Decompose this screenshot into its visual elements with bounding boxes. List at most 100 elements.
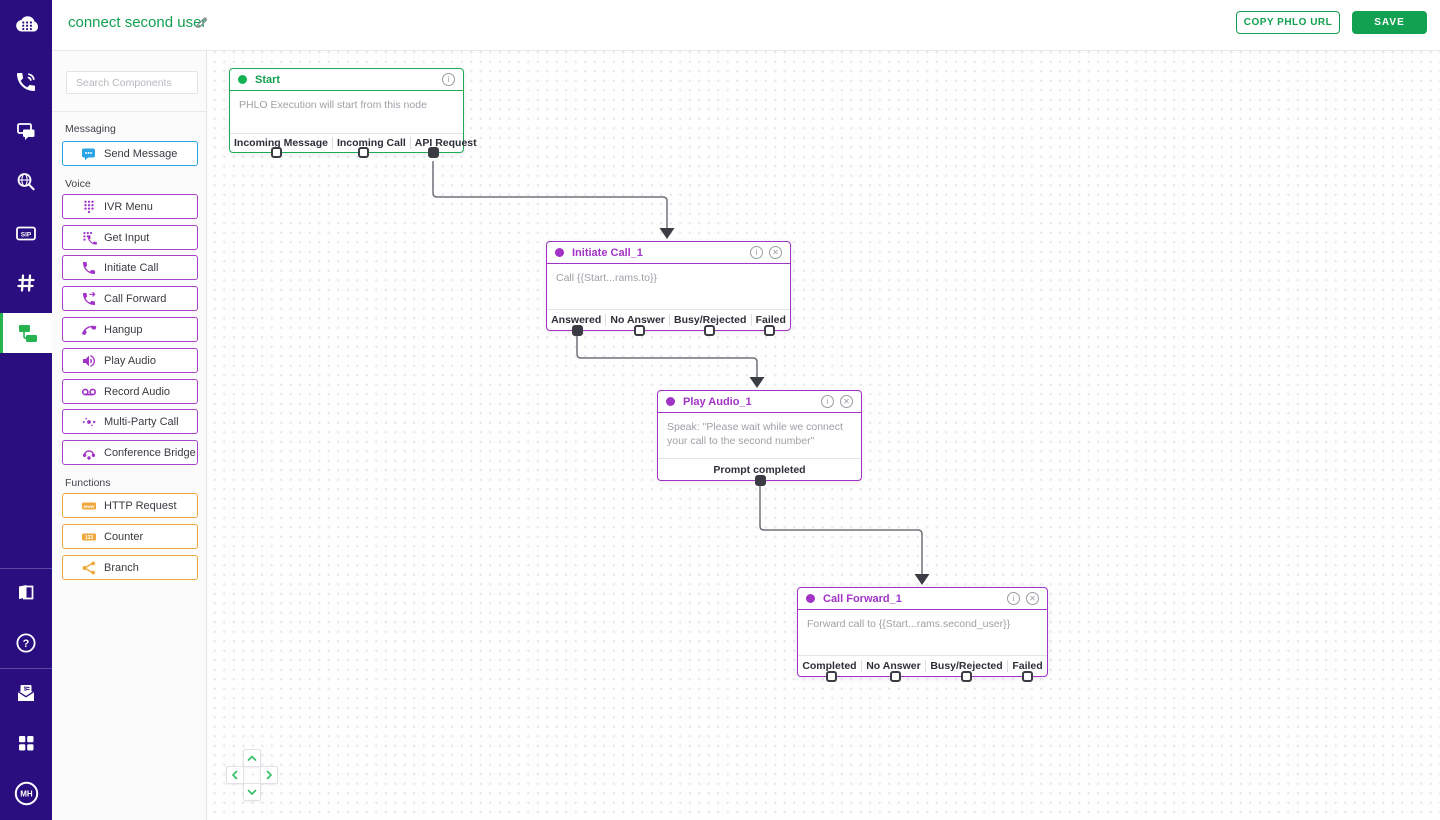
node-header: Start i [230,69,463,91]
sidebar-item-voice[interactable] [0,62,52,102]
plivo-logo[interactable] [0,5,52,45]
node-outputs: Completed No Answer Busy/Rejected Failed [798,655,1047,676]
close-icon[interactable]: ✕ [840,395,853,408]
sidebar-item-docs[interactable] [0,573,52,613]
component-conference-bridge[interactable]: Conference Bridge [62,440,198,465]
avatar-circle-icon: MH [14,781,38,805]
component-ivr-menu[interactable]: IVR Menu [62,194,198,219]
account-avatar[interactable]: MH [0,773,52,813]
sidebar-item-help[interactable]: ? [0,623,52,663]
billing-envelope-icon: $ [17,685,35,701]
output-port-incoming-message[interactable] [271,147,282,158]
node-header: Call Forward_1 i ✕ [798,588,1047,610]
dialpad-icon [81,199,97,215]
flow-canvas[interactable]: Start i PHLO Execution will start from t… [207,51,1440,820]
component-label: IVR Menu [104,200,153,213]
component-http-request[interactable]: www HTTP Request [62,493,198,518]
arrowhead [749,377,765,388]
edit-title-button[interactable] [194,15,209,35]
node-start[interactable]: Start i PHLO Execution will start from t… [229,68,477,158]
sidebar-item-apps[interactable] [0,723,52,763]
search-components-input[interactable] [66,71,198,94]
node-play-audio-1[interactable]: Play Audio_1 i ✕ Speak: "Please wait whi… [657,390,862,486]
close-icon[interactable]: ✕ [769,246,782,259]
output-port-no-answer[interactable] [890,671,901,682]
counter-badge-icon: 123 [81,529,97,545]
output-port-no-answer[interactable] [634,325,645,336]
sidebar-item-phlo[interactable] [0,313,52,353]
output-label: Failed [750,314,791,326]
app-rail: SIP ? $ [0,0,52,820]
speaker-icon [81,353,97,369]
info-icon[interactable]: i [821,395,834,408]
node-status-dot [238,75,247,84]
node-title: Call Forward_1 [823,592,902,605]
chevron-right-icon [266,770,272,780]
sidebar-item-number-search[interactable] [0,162,52,202]
panel-divider [52,111,206,112]
component-label: Record Audio [104,385,171,398]
output-label: API Request [409,137,481,149]
component-hangup[interactable]: Hangup [62,317,198,342]
node-status-dot [806,594,815,603]
output-port-prompt-completed[interactable] [755,475,766,486]
info-icon[interactable]: i [1007,592,1020,605]
info-icon[interactable]: i [442,73,455,86]
close-icon[interactable]: ✕ [1026,592,1039,605]
chevron-up-icon [247,755,257,761]
pan-up-button[interactable] [243,749,261,767]
output-port-failed[interactable] [1022,671,1033,682]
section-label-voice: Voice [65,178,91,190]
node-initiate-call-1[interactable]: Initiate Call_1 i ✕ Call {{Start...rams.… [546,241,791,336]
node-description: Forward call to {{Start...rams.second_us… [807,618,1011,630]
output-port-busy-rejected[interactable] [961,671,972,682]
svg-text:www: www [83,503,95,508]
save-button[interactable]: SAVE [1352,11,1427,34]
copy-phlo-url-button[interactable]: COPY PHLO URL [1236,11,1340,34]
component-label: Get Input [104,231,150,244]
component-get-input[interactable]: Get Input [62,225,198,250]
components-panel: Messaging Send Message Voice IVR Menu Ge… [52,51,207,820]
sidebar-item-sip-trunking[interactable]: SIP [0,213,52,253]
component-send-message[interactable]: Send Message [62,141,198,166]
component-record-audio[interactable]: Record Audio [62,379,198,404]
arrowhead [659,228,675,239]
pan-right-button[interactable] [260,766,278,784]
sidebar-item-messaging[interactable] [0,112,52,152]
output-port-completed[interactable] [826,671,837,682]
output-label: Completed [802,660,857,672]
output-port-failed[interactable] [764,325,775,336]
pan-left-button[interactable] [226,766,244,784]
apps-grid-icon [19,736,34,751]
output-label: Failed [1007,660,1047,672]
rail-divider [0,668,52,669]
output-label: Incoming Message [234,137,328,149]
node-call-forward-1[interactable]: Call Forward_1 i ✕ Forward call to {{Sta… [797,587,1048,682]
info-icon[interactable]: i [750,246,763,259]
node-header: Play Audio_1 i ✕ [658,391,861,413]
component-call-forward[interactable]: Call Forward [62,286,198,311]
svg-text:MH: MH [20,789,33,798]
pan-down-button[interactable] [243,783,261,801]
phone-icon [81,260,97,276]
component-branch[interactable]: Branch [62,555,198,580]
section-label-messaging: Messaging [65,123,116,135]
rail-divider [0,568,52,569]
hash-icon [17,274,35,292]
output-port-busy-rejected[interactable] [704,325,715,336]
output-port-api-request[interactable] [428,147,439,158]
output-label: Busy/Rejected [668,314,751,326]
component-initiate-call[interactable]: Initiate Call [62,255,198,280]
component-label: Conference Bridge [104,446,196,459]
sidebar-item-shortcodes[interactable] [0,263,52,303]
component-counter[interactable]: 123 Counter [62,524,198,549]
output-port-answered[interactable] [572,325,583,336]
component-multi-party-call[interactable]: Multi-Party Call [62,409,198,434]
phone-waves-icon [17,73,35,91]
component-play-audio[interactable]: Play Audio [62,348,198,373]
component-label: Counter [104,530,144,543]
component-label: Initiate Call [104,261,159,274]
output-port-incoming-call[interactable] [358,147,369,158]
output-label: No Answer [605,314,669,326]
sidebar-item-billing[interactable]: $ [0,673,52,713]
